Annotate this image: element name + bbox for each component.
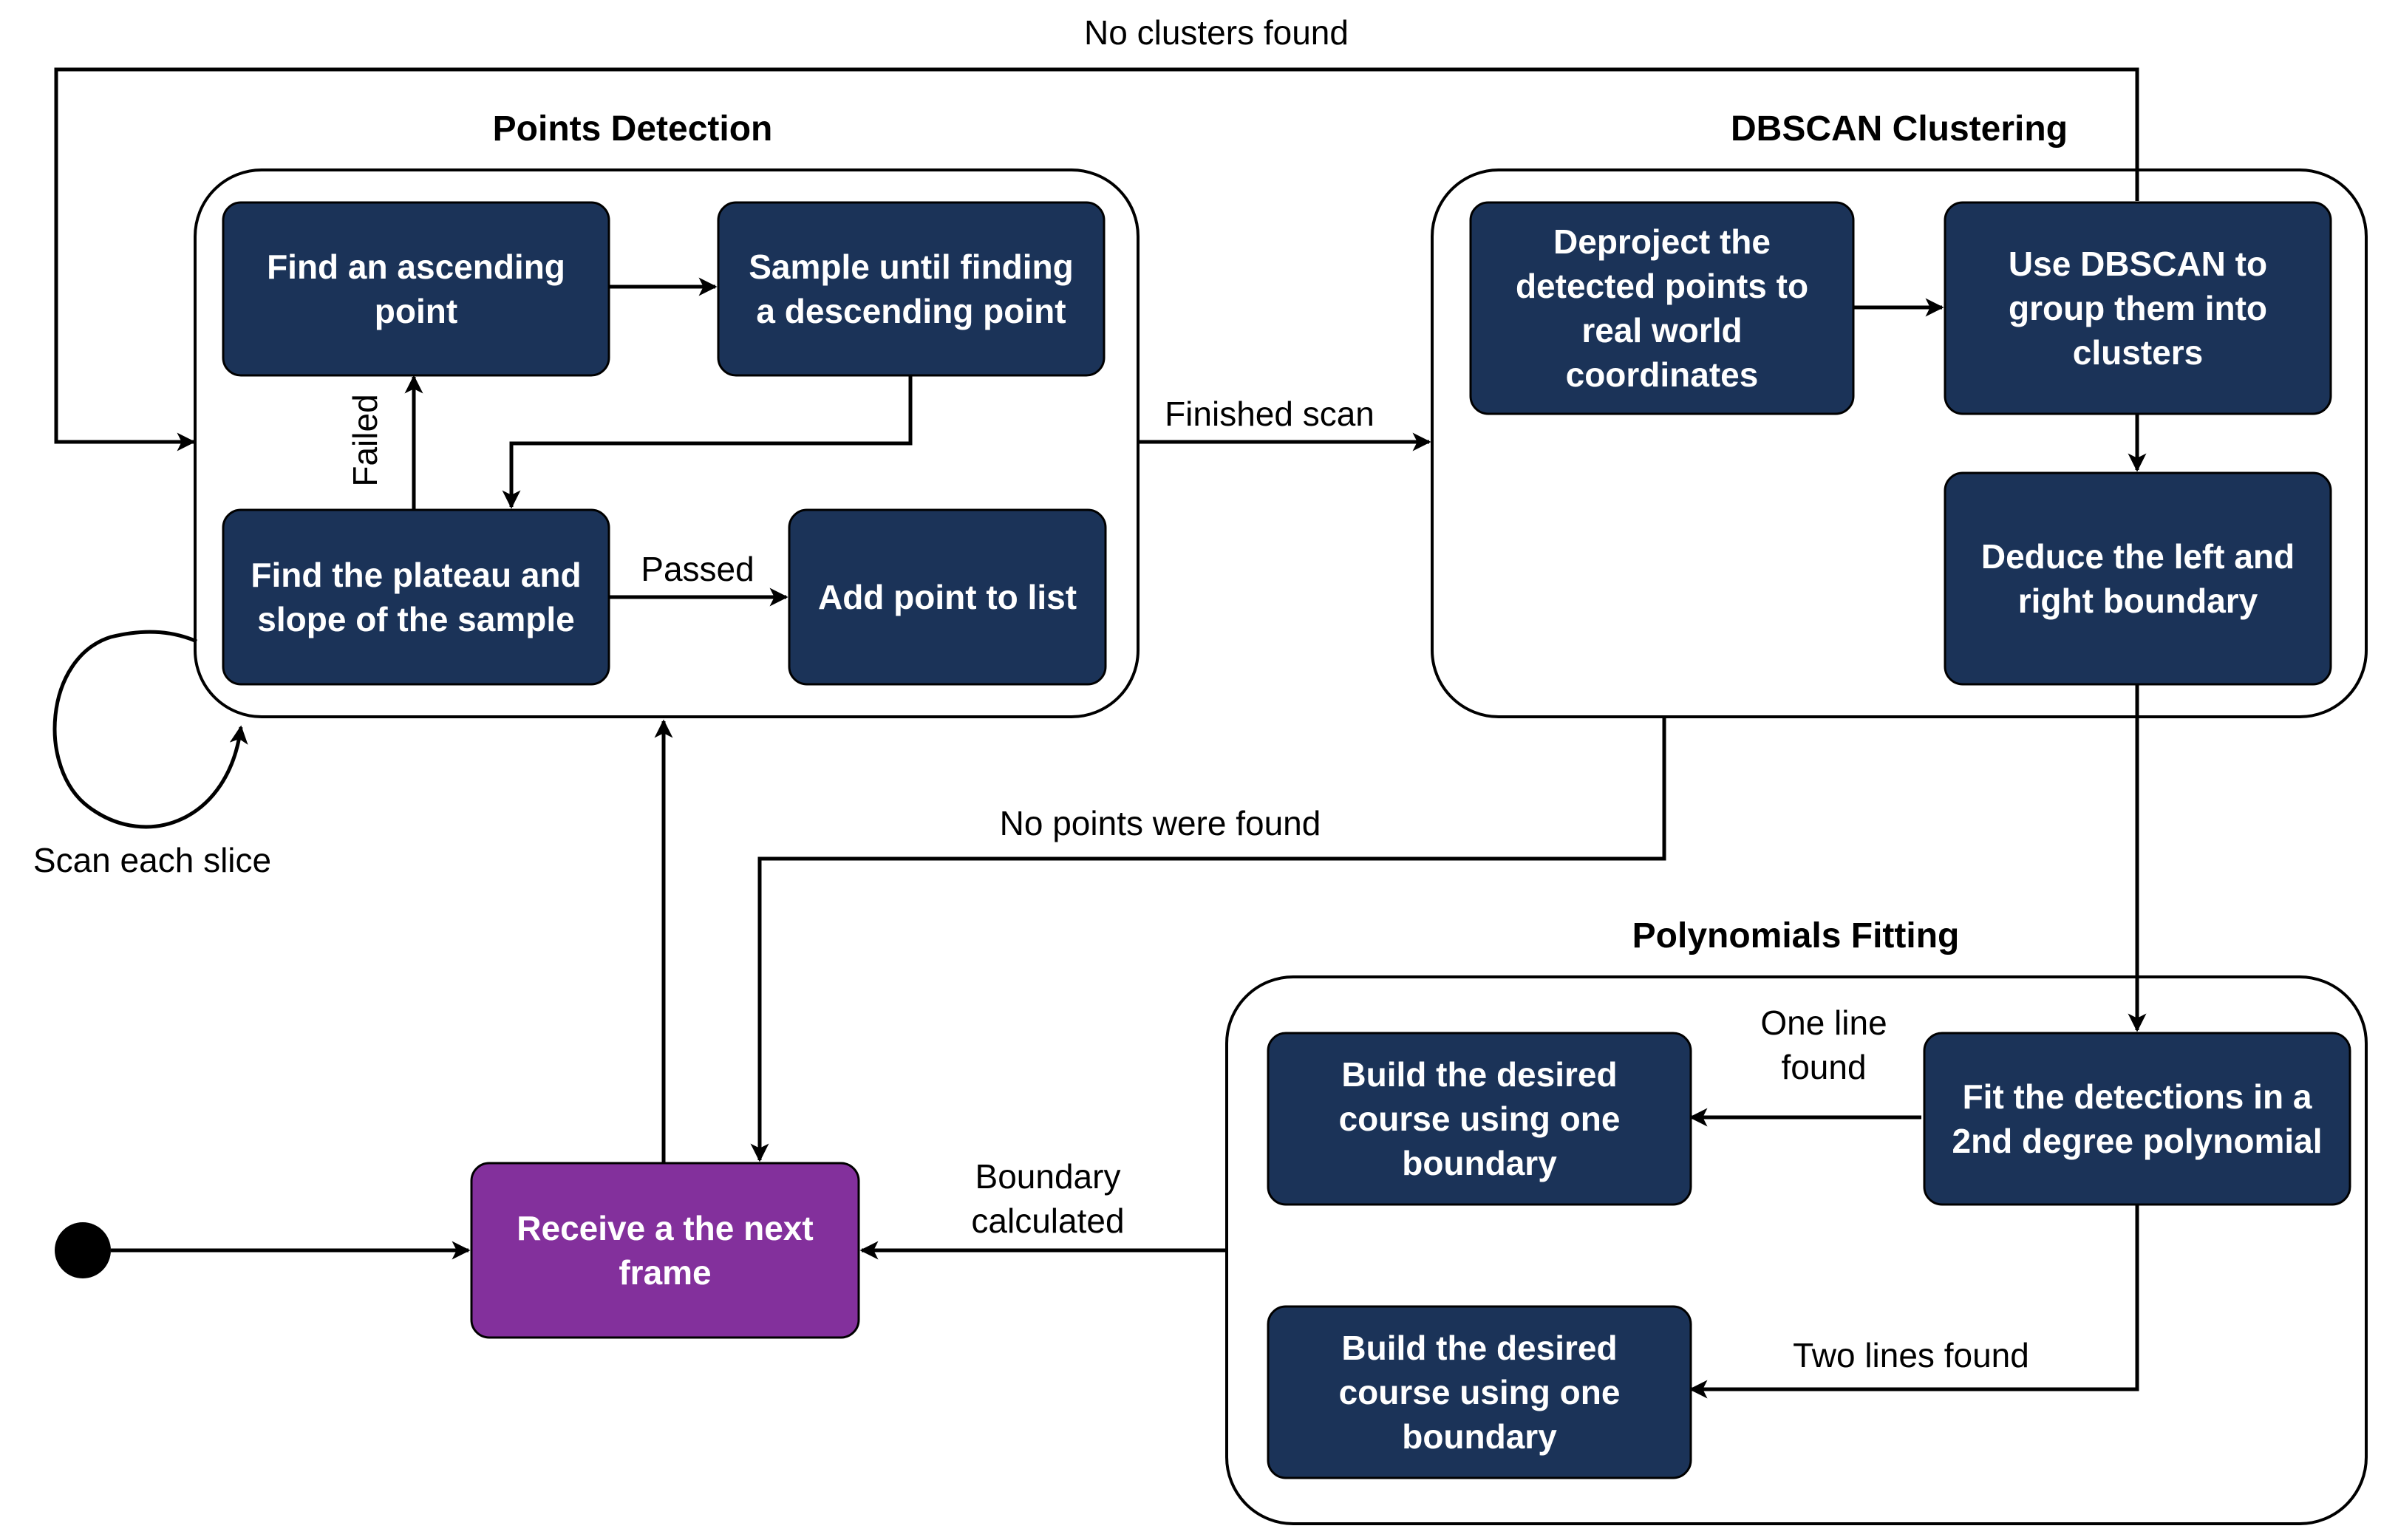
text-line: clusters	[2073, 333, 2203, 372]
label-no-points-found: No points were found	[1000, 804, 1321, 842]
node-find-ascending[interactable]: Find an ascending point	[222, 201, 610, 377]
node-deduce-boundary-label: Deduce the left and right boundary	[1981, 537, 2295, 620]
text-line: a descending point	[756, 292, 1066, 330]
label-failed: Failed	[346, 394, 384, 486]
text-line: Use DBSCAN to	[2009, 245, 2267, 283]
text-line: Boundary	[975, 1157, 1121, 1196]
text-line: Sample until finding	[749, 248, 1074, 286]
label-finished-scan: Finished scan	[1165, 395, 1375, 433]
node-deproject[interactable]: Deproject the detected points to real worl…	[1469, 201, 1855, 415]
node-build-one-boundary-b-label: Build the desired course using one boundar…	[1339, 1329, 1621, 1456]
edge-scan-each-slice	[52, 630, 248, 829]
text-line: found	[1781, 1048, 1866, 1086]
text-line: course using one	[1339, 1100, 1621, 1138]
text-line: Find an ascending	[267, 248, 565, 286]
group-title-points-detection: Points Detection	[493, 109, 773, 149]
node-find-plateau-label: Find the plateau and slope of the sample	[251, 556, 581, 638]
node-deproject-label: Deproject the detected points to real worl…	[1516, 222, 1808, 394]
text-line: Build the desired	[1341, 1055, 1617, 1094]
node-build-one-boundary-a[interactable]: Build the desired course using one boundar…	[1267, 1032, 1692, 1206]
text-line: coordinates	[1566, 355, 1759, 394]
text-line: course using one	[1339, 1373, 1621, 1411]
edge-sample-to-plateau	[502, 375, 913, 509]
text-line: 2nd degree polynomial	[1952, 1122, 2323, 1160]
label-boundary-calculated: Boundary calculated	[971, 1157, 1124, 1240]
text-line: group them into	[2009, 289, 2267, 327]
text-line: Deproject the	[1553, 222, 1771, 261]
label-scan-each-slice: Scan each slice	[33, 841, 271, 879]
text-line: calculated	[971, 1202, 1124, 1240]
text-line: Receive a the next	[517, 1209, 813, 1247]
text-line: detected points to	[1516, 267, 1808, 305]
text-line: right boundary	[2018, 582, 2258, 620]
text-line: Add point to list	[818, 578, 1077, 616]
label-one-line-found: One line found	[1760, 1004, 1887, 1086]
text-line: boundary	[1402, 1417, 1557, 1456]
node-build-one-boundary-b[interactable]: Build the desired course using one boundar…	[1267, 1305, 1692, 1479]
edge-no-points-found	[750, 717, 1666, 1162]
text-line: frame	[619, 1253, 711, 1292]
node-build-one-boundary-a-label: Build the desired course using one boundar…	[1339, 1055, 1621, 1182]
label-two-lines-found: Two lines found	[1793, 1336, 2029, 1374]
text-line: Build the desired	[1341, 1329, 1617, 1367]
text-line: point	[375, 292, 457, 330]
label-no-clusters-found: No clusters found	[1084, 13, 1349, 52]
edge-two-lines-found	[1689, 1205, 2139, 1399]
initial-state-dot	[55, 1222, 111, 1278]
node-find-ascending-label: Find an ascending point	[267, 248, 565, 330]
node-receive-frame-label: Receive a the next frame	[517, 1209, 813, 1292]
text-line: real world	[1581, 311, 1742, 350]
group-title-dbscan-clustering: DBSCAN Clustering	[1731, 109, 2068, 149]
text-line: Fit the detections in a	[1963, 1077, 2312, 1116]
edge-no-clusters-found	[54, 67, 2139, 452]
node-find-plateau[interactable]: Find the plateau and slope of the sample	[222, 508, 610, 686]
node-fit-polynomial[interactable]: Fit the detections in a 2nd degree polyno…	[1923, 1032, 2351, 1206]
node-add-point-label: Add point to list	[818, 578, 1077, 616]
node-receive-frame[interactable]: Receive a the next frame	[470, 1162, 860, 1339]
node-add-point[interactable]: Add point to list	[788, 508, 1107, 686]
group-title-polynomials-fitting: Polynomials Fitting	[1632, 916, 1960, 955]
node-sample-descending[interactable]: Sample until finding a descending point	[717, 201, 1106, 377]
node-use-dbscan-label: Use DBSCAN to group them into clusters	[2009, 245, 2267, 372]
text-line: boundary	[1402, 1144, 1557, 1182]
text-line: Find the plateau and	[251, 556, 581, 594]
text-line: slope of the sample	[257, 600, 574, 638]
node-deduce-boundary[interactable]: Deduce the left and right boundary	[1944, 471, 2332, 686]
label-passed: Passed	[641, 550, 754, 588]
text-line: One line	[1760, 1004, 1887, 1042]
node-fit-polynomial-label: Fit the detections in a 2nd degree polyno…	[1952, 1077, 2323, 1160]
node-sample-descending-label: Sample until finding a descending point	[749, 248, 1074, 330]
text-line: Deduce the left and	[1981, 537, 2295, 576]
node-use-dbscan[interactable]: Use DBSCAN to group them into clusters	[1944, 201, 2332, 415]
